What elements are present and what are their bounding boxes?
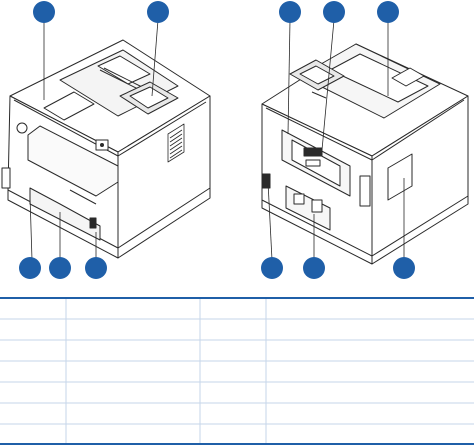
rear-printer — [261, 19, 469, 265]
front-printer — [1, 19, 211, 261]
table-bottom-rule — [0, 443, 474, 445]
parts-table — [0, 297, 474, 445]
table-top-rule — [0, 297, 474, 299]
callout-marker — [19, 257, 41, 279]
callout-marker — [49, 257, 71, 279]
callout-marker — [303, 257, 325, 279]
callout-marker — [85, 257, 107, 279]
side-access-panel — [387, 153, 413, 201]
callouts — [19, 1, 415, 279]
callout-marker — [323, 1, 345, 23]
callout-marker — [377, 1, 399, 23]
table-column-dividers — [65, 299, 267, 444]
table-row-dividers — [0, 318, 474, 425]
callout-marker — [147, 1, 169, 23]
callout-marker — [261, 257, 283, 279]
side-vent — [167, 123, 185, 163]
callout-marker — [33, 1, 55, 23]
callout-marker — [393, 257, 415, 279]
callout-marker — [279, 1, 301, 23]
front-door — [27, 125, 119, 197]
